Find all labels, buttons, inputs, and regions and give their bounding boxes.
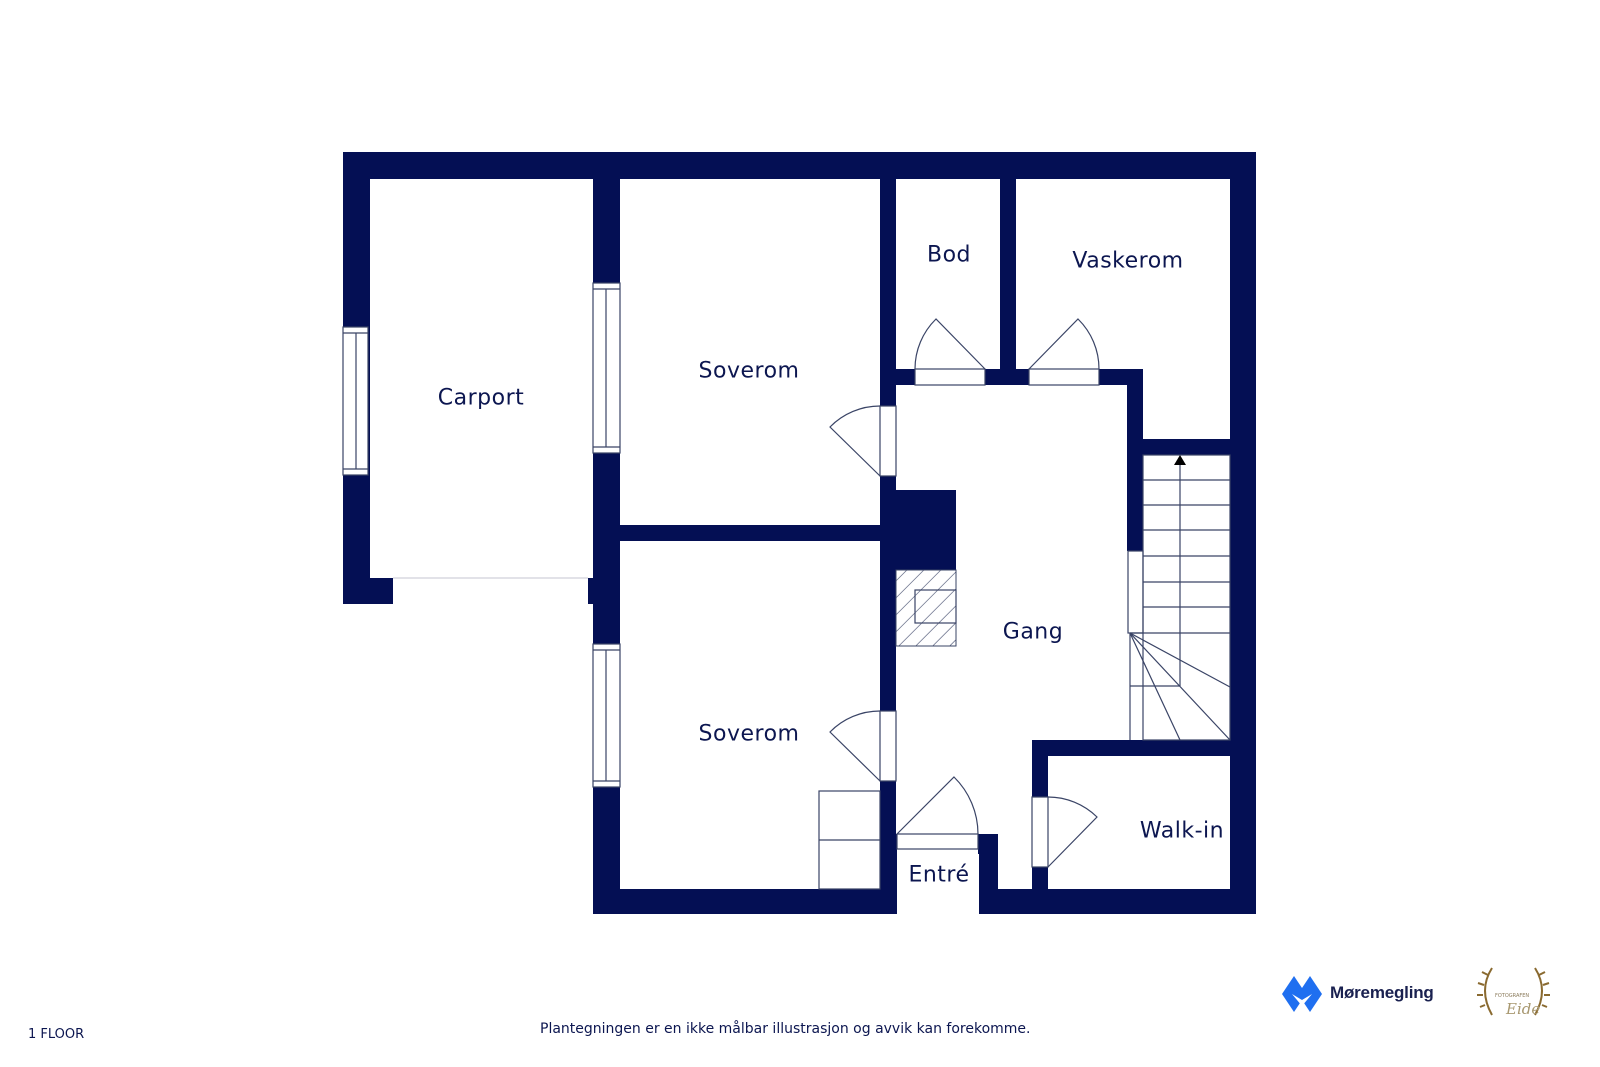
- disclaimer-text: Plantegningen er en ikke målbar illustra…: [540, 1021, 1031, 1037]
- diamond-logo-icon: [1282, 976, 1322, 1012]
- staircase: [1127, 454, 1231, 741]
- room-label-carport: Carport: [437, 385, 525, 411]
- room-label-gang: Gang: [1002, 619, 1064, 645]
- agency-logo: Møremegling: [1330, 983, 1434, 1003]
- room-label-soverom-1: Soverom: [698, 358, 800, 384]
- windows: [342, 282, 621, 788]
- photographer-top-text: FOTOGRAFEN: [1495, 993, 1530, 999]
- floor-label: 1 FLOOR: [28, 1027, 85, 1042]
- room-label-vaskerom: Vaskerom: [1072, 248, 1184, 274]
- room-label-walk-in: Walk-in: [1139, 818, 1225, 844]
- agency-name: Møremegling: [1330, 983, 1434, 1002]
- room-label-bod: Bod: [926, 242, 972, 268]
- wardrobe: [818, 790, 881, 890]
- doors: [829, 318, 1100, 868]
- room-label-entre: Entré: [908, 862, 970, 888]
- room-label-soverom-2: Soverom: [698, 721, 800, 747]
- photographer-script-text: Eide: [1506, 1000, 1541, 1018]
- fireplace-hatch: [895, 569, 957, 647]
- laurel-wreath-icon: [1477, 967, 1550, 1016]
